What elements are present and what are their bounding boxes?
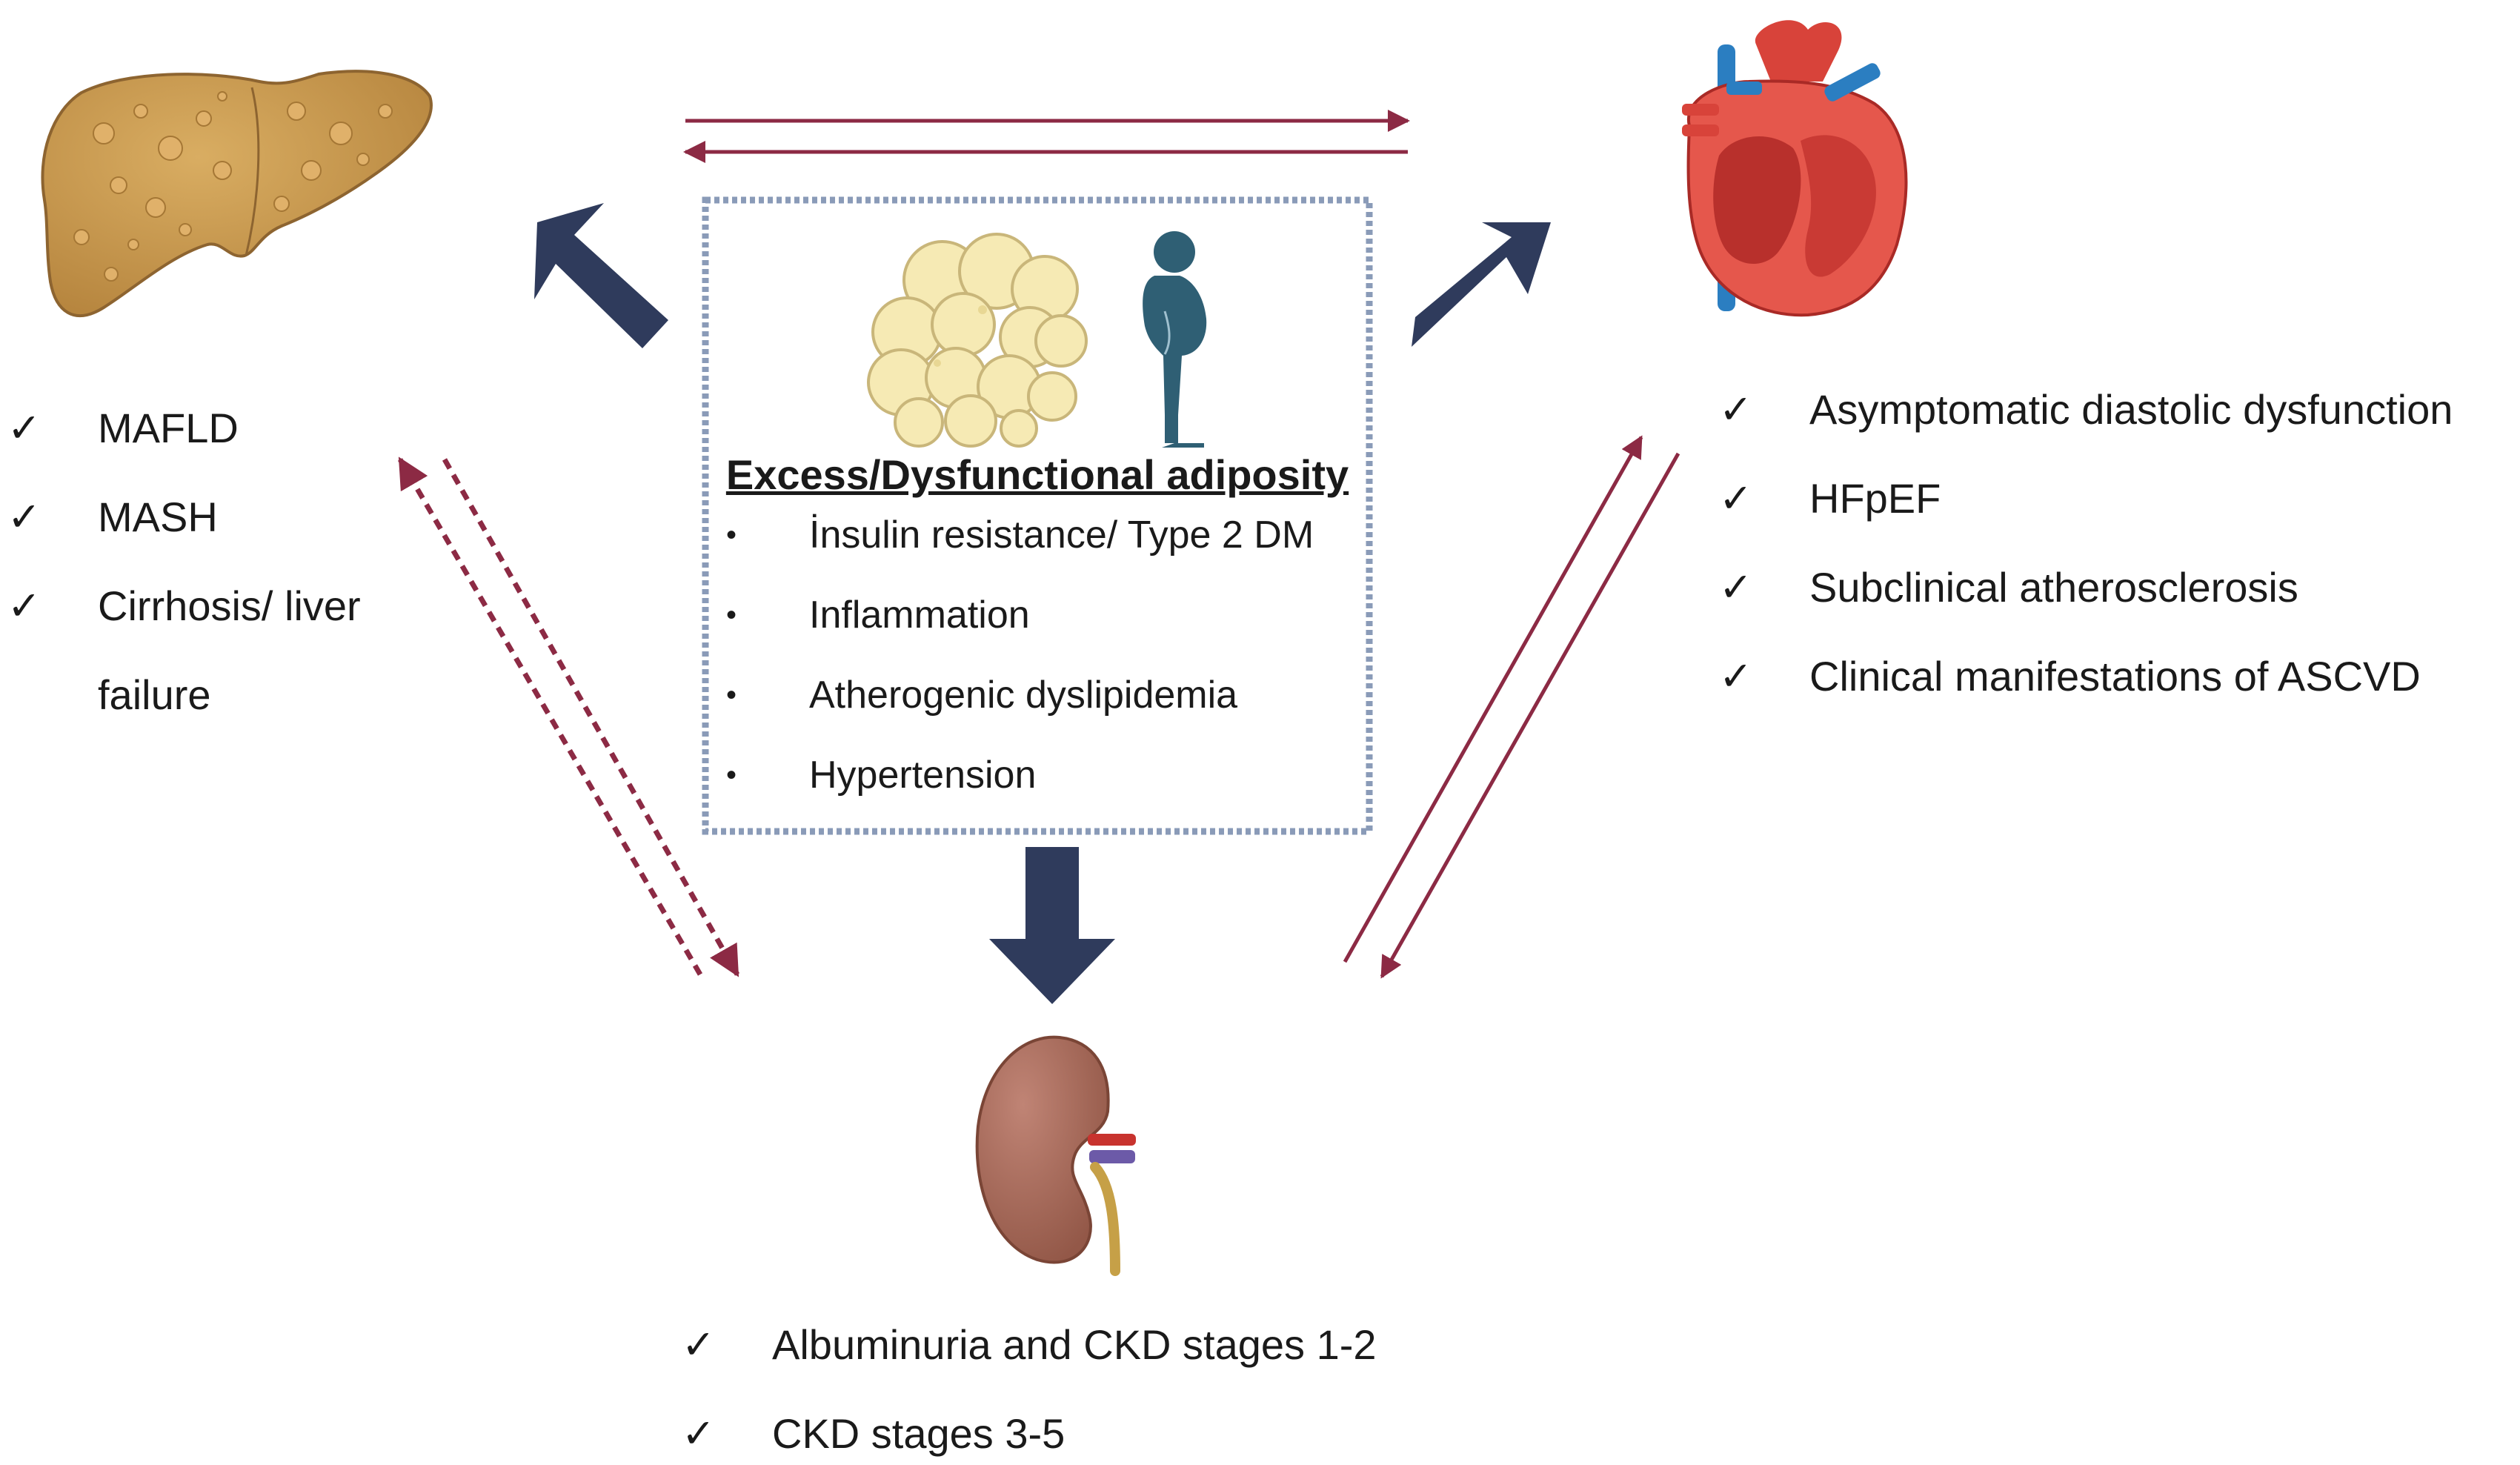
adiposity-box: Excess/Dysfunctional adiposity • İnsulin … [704,199,1371,833]
kidney-icon [975,1035,1136,1276]
kidney-outcome-label: CKD stages 3-5 [772,1410,1065,1457]
risk-factor-label: İnsulin resistance/ Type 2 DM [809,514,1314,557]
check-icon: ✓ [1719,565,1753,610]
obese-person-icon [1143,231,1207,448]
bullet-icon: • [726,599,737,631]
kidney-outcome-label: Albuminuria and CKD stages 1-2 [772,1321,1377,1368]
liver-to-kidney-dashed-arrow [442,458,740,977]
check-icon: ✓ [682,1323,716,1367]
risk-factor-label: Inflammation [809,594,1030,637]
heart-outcome-label: Subclinical atherosclerosis [1809,564,2298,611]
kidney-to-heart-arrow [1343,435,1643,963]
heart-to-kidney-arrow [1380,452,1680,979]
heart-outcome-label: HFpEF [1809,475,1941,522]
bullet-icon: • [726,679,737,711]
center-box-border [702,196,1373,835]
liver-outcome-label: MAFLD [98,405,239,451]
navy-arrow-to-heart [1412,222,1551,347]
check-icon: ✓ [1719,388,1753,432]
navy-arrow-to-liver [534,203,668,348]
bullet-icon: • [726,759,737,791]
check-icon: ✓ [7,495,41,539]
liver-outcome-label: Cirrhosis/ liver failure [98,582,361,718]
bullet-icon: • [726,519,737,551]
risk-factor-label: Atherogenic dyslipidemia [809,674,1238,717]
risk-factor-label: Hypertension [809,754,1037,797]
liver-outcome-label: MASH [98,494,218,540]
liver-icon [41,70,433,317]
check-icon: ✓ [1719,476,1753,521]
heart-icon [1682,20,1908,317]
check-icon: ✓ [7,406,41,451]
check-icon: ✓ [1719,654,1753,699]
heart-outcome-label: Clinical manifestations of ASCVD [1809,653,2421,700]
heart-outcome-label: Asymptomatic diastolic dysfunction [1809,386,2453,433]
check-icon: ✓ [7,584,41,628]
check-icon: ✓ [682,1412,716,1456]
navy-arrow-to-kidney [989,847,1115,1004]
fat-cells-icon [867,233,1088,448]
adiposity-title: Excess/Dysfunctional adiposity [725,451,1349,498]
